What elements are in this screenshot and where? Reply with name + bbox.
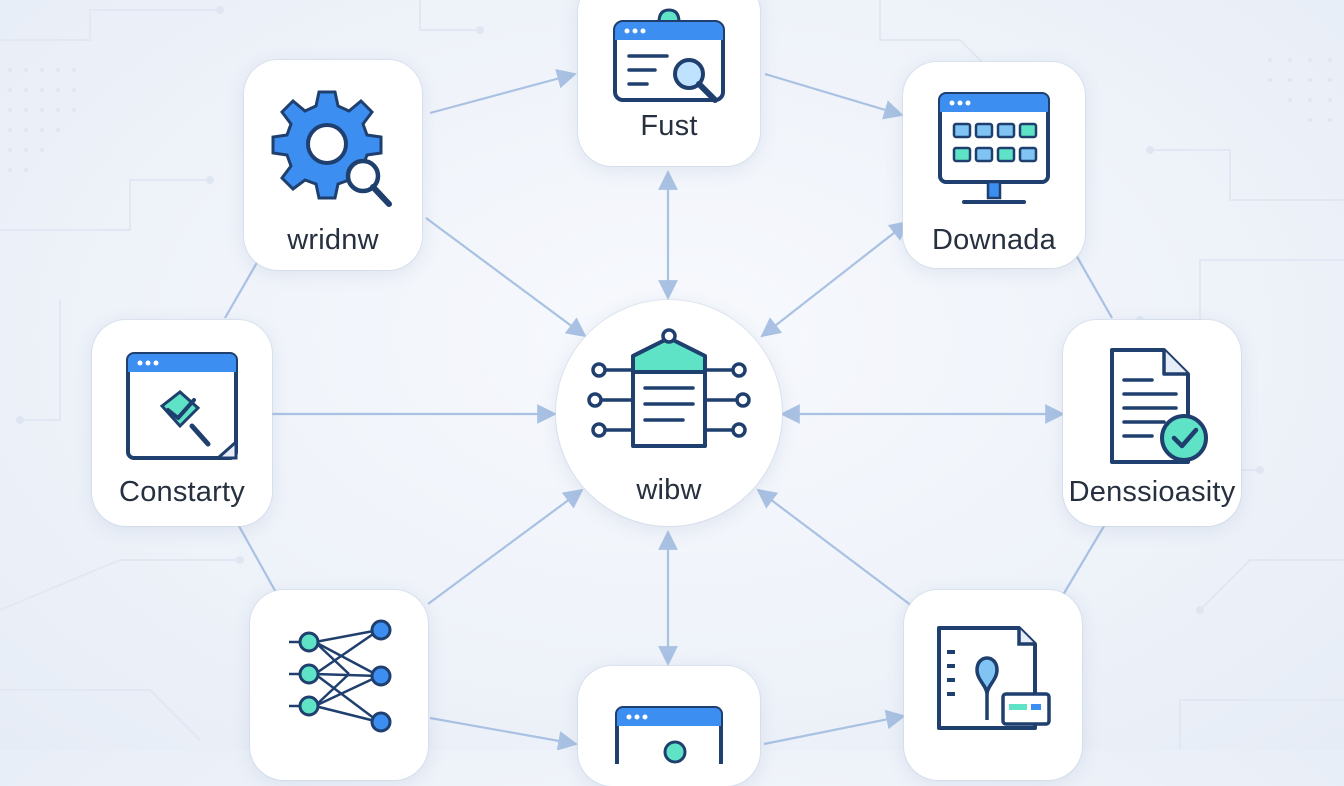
arrow-topright-hub xyxy=(760,220,910,338)
gear-search-icon xyxy=(271,90,392,207)
browser-icon xyxy=(615,706,723,764)
neural-network-icon xyxy=(289,619,392,733)
node-bottom[interactable] xyxy=(578,666,760,786)
ring-line xyxy=(1059,515,1111,601)
node-bottom-left[interactable] xyxy=(250,590,428,780)
node-top[interactable]: Fust xyxy=(578,0,760,166)
node-bottom-right[interactable] xyxy=(904,590,1082,780)
arrow-bottom-to-bottomright xyxy=(763,709,906,746)
document-chart-icon xyxy=(937,626,1051,730)
hub-node[interactable]: wibw xyxy=(556,300,782,526)
network-document-icon xyxy=(587,328,751,448)
background-circuit-pattern xyxy=(0,0,1344,750)
node-label: Denssioasity xyxy=(1068,476,1236,508)
hub-label: wibw xyxy=(636,474,702,506)
node-top-right[interactable]: Downada xyxy=(903,62,1085,268)
node-label: Downada xyxy=(932,224,1056,256)
browser-check-icon xyxy=(126,352,238,460)
dot-grid-left xyxy=(8,68,76,172)
arrow-top-to-topright xyxy=(764,72,904,120)
browser-search-icon xyxy=(613,8,725,103)
arrow-bottomright-to-hub xyxy=(756,488,913,607)
node-label: Fust xyxy=(640,110,698,142)
node-left[interactable]: Constarty xyxy=(92,320,272,526)
arrow-topleft-to-top xyxy=(429,69,577,115)
node-label: wridnw xyxy=(287,224,379,256)
node-right[interactable]: Denssioasity xyxy=(1063,320,1241,526)
dot-grid-right xyxy=(1268,58,1332,122)
document-check-icon xyxy=(1110,348,1208,464)
ring-line xyxy=(1071,247,1113,319)
node-top-left[interactable]: wridnw xyxy=(244,60,422,270)
arrow-bottomleft-to-bottom xyxy=(429,716,578,750)
connector-lines xyxy=(224,69,1113,750)
monitor-grid-icon xyxy=(938,92,1050,204)
node-label: Constarty xyxy=(119,476,245,508)
arrow-topleft-to-hub xyxy=(425,217,587,338)
arrow-bottomleft-to-hub xyxy=(427,488,584,605)
